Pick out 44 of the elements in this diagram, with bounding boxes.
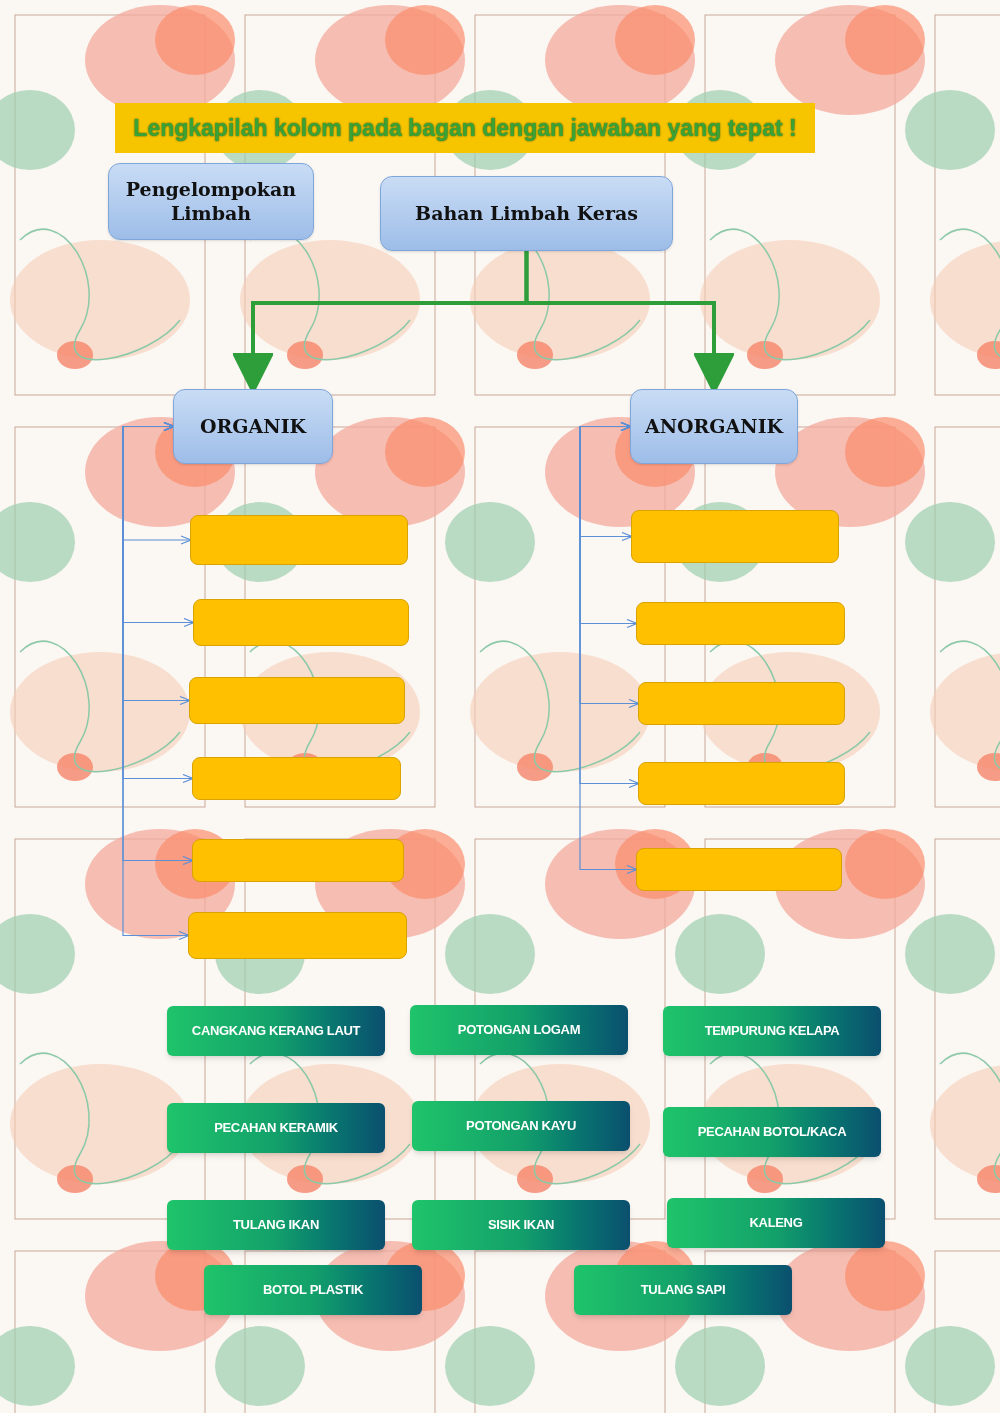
node-label: POTONGAN KAYU bbox=[466, 1117, 576, 1135]
node-label: PECAHAN KERAMIK bbox=[214, 1119, 338, 1137]
node-label: POTONGAN LOGAM bbox=[457, 1021, 581, 1039]
node-label: ANORGANIK bbox=[644, 414, 784, 439]
node-label: KALENG bbox=[749, 1214, 803, 1232]
answer-box bbox=[192, 757, 401, 800]
answer-tile bbox=[412, 1101, 630, 1151]
answer-box bbox=[193, 599, 409, 646]
answer-box bbox=[188, 912, 407, 959]
node-label: TULANG SAPI bbox=[640, 1281, 726, 1299]
category-box bbox=[173, 389, 333, 464]
answer-tile bbox=[574, 1265, 792, 1315]
arrow bbox=[122, 421, 190, 941]
answer-tile bbox=[410, 1005, 628, 1055]
answer-box bbox=[636, 602, 845, 645]
answer-box bbox=[631, 510, 839, 563]
arrow bbox=[579, 421, 638, 875]
node-label: PECAHAN BOTOL/KACA bbox=[697, 1123, 847, 1141]
answer-box bbox=[638, 682, 845, 725]
answer-tile bbox=[667, 1198, 885, 1248]
node-label: TULANG IKAN bbox=[233, 1216, 319, 1234]
node-label: CANGKANG KERANG LAUT bbox=[191, 1022, 361, 1040]
node-label: SISIK IKAN bbox=[487, 1216, 555, 1234]
answer-tile bbox=[167, 1103, 385, 1153]
answer-tile bbox=[167, 1006, 385, 1056]
node-label: BOTOL PLASTIK bbox=[263, 1281, 363, 1299]
answer-tile bbox=[663, 1107, 881, 1157]
answer-tile bbox=[167, 1200, 385, 1250]
answer-box bbox=[636, 848, 842, 891]
node-label: Pengelompokan Limbah bbox=[124, 177, 298, 226]
answer-box bbox=[190, 515, 408, 565]
answer-tile bbox=[204, 1265, 422, 1315]
node-label: TEMPURUNG KELAPA bbox=[704, 1022, 840, 1040]
category-box bbox=[630, 389, 798, 464]
answer-box bbox=[192, 839, 404, 882]
answer-tile bbox=[663, 1006, 881, 1056]
node-label: Bahan Limbah Keras bbox=[415, 201, 638, 226]
title: Lengkapilah kolom pada bagan dengan jawaban yang tepat ! bbox=[133, 113, 797, 143]
category-box bbox=[380, 176, 673, 251]
category-box bbox=[108, 163, 314, 240]
answer-box bbox=[189, 677, 405, 724]
answer-tile bbox=[412, 1200, 630, 1250]
node-label: ORGANIK bbox=[199, 414, 307, 439]
answer-box bbox=[638, 762, 845, 805]
